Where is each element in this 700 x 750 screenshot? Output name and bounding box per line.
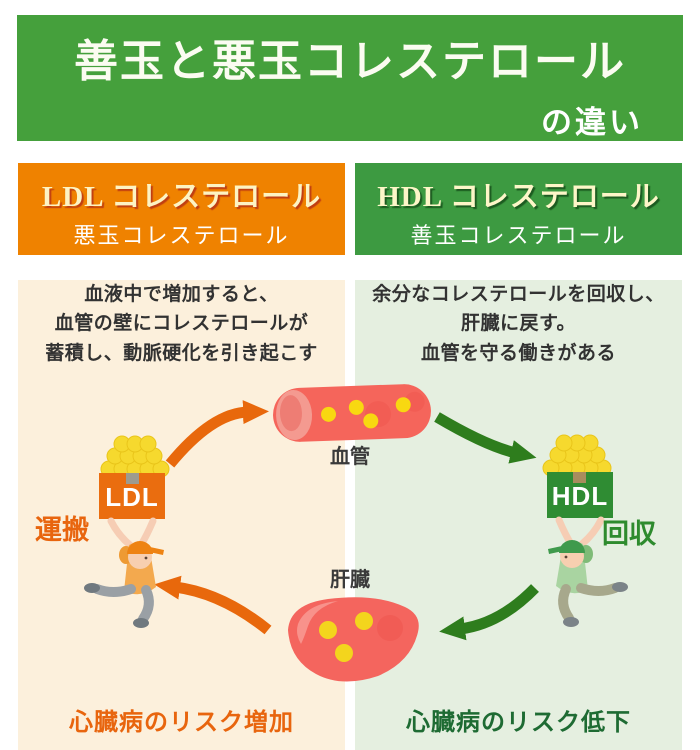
ldl-description: 血液中で増加すると、 血管の壁にコレステロールが 蓄積し、動脈硬化を引き起こす bbox=[45, 284, 318, 364]
liver-shape bbox=[288, 597, 419, 682]
hdl-box-label: HDL bbox=[552, 481, 608, 511]
ldl-risk-label: 心臓病のリスク増加 bbox=[69, 710, 294, 736]
shoe bbox=[84, 583, 100, 593]
hdl-description: 余分なコレステロールを回収し、 肝臓に戻す。 血管を守る働きがある bbox=[372, 284, 665, 364]
cholesterol-dot bbox=[355, 612, 373, 630]
liver-highlight bbox=[297, 601, 338, 644]
page-subtitle: の違い bbox=[541, 105, 643, 140]
cholesterol-dot bbox=[348, 399, 365, 416]
liver-blush bbox=[377, 615, 403, 641]
hdl-column: HDL コレステロール 善玉コレステロール 余分なコレステロールを回収し、 肝臓… bbox=[355, 163, 682, 750]
cholesterol-dot bbox=[335, 644, 353, 662]
liver-illustration bbox=[288, 597, 419, 682]
hdl-box-tab bbox=[573, 472, 586, 483]
cholesterol-pile bbox=[542, 434, 612, 477]
vessel-label: 血管 bbox=[330, 446, 370, 468]
eye bbox=[564, 555, 568, 559]
hdl-panel: 余分なコレステロールを回収し、 肝臓に戻す。 血管を守る働きがある 心臓病のリス… bbox=[355, 280, 682, 750]
leg bbox=[92, 584, 136, 597]
hdl-carrier-illustration: HDL bbox=[542, 434, 628, 627]
shoe bbox=[612, 582, 628, 592]
ldl-box-label: LDL bbox=[105, 482, 159, 512]
hdl-title: HDL コレステロール bbox=[377, 181, 660, 213]
collect-label: 回収 bbox=[602, 519, 656, 549]
arm bbox=[578, 516, 605, 548]
ldl-subtitle: 悪玉コレステロール bbox=[73, 223, 290, 248]
hdl-risk-label: 心臓病のリスク低下 bbox=[406, 710, 631, 736]
ldl-panel: 血液中で増加すると、 血管の壁にコレステロールが 蓄積し、動脈硬化を引き起こす … bbox=[18, 280, 345, 750]
leg bbox=[138, 585, 154, 624]
hdl-column-header: HDL コレステロール 善玉コレステロール bbox=[355, 163, 682, 255]
liver-label: 肝臓 bbox=[330, 569, 370, 591]
ldl-carrier-illustration: LDL bbox=[84, 435, 170, 628]
carry-label: 運搬 bbox=[35, 515, 89, 545]
cap bbox=[559, 540, 585, 553]
cholesterol-dot bbox=[319, 621, 337, 639]
ldl-column-header: LDL コレステロール 悪玉コレステロール bbox=[18, 163, 345, 255]
main-header: 善玉と悪玉コレステロール の違い bbox=[17, 15, 683, 141]
arm bbox=[107, 517, 134, 549]
ldl-column: LDL コレステロール 悪玉コレステロール 血液中で増加すると、 血管の壁にコレ… bbox=[18, 163, 345, 750]
leg bbox=[576, 583, 620, 596]
eye bbox=[144, 556, 148, 560]
hdl-subtitle: 善玉コレステロール bbox=[410, 223, 627, 248]
blood-vessel-illustration bbox=[272, 383, 432, 443]
leg bbox=[558, 584, 574, 623]
cholesterol-dot bbox=[320, 406, 337, 423]
page-title: 善玉と悪玉コレステロール bbox=[74, 37, 626, 86]
shoe bbox=[133, 618, 149, 628]
cap-brim bbox=[149, 547, 164, 555]
cap bbox=[127, 541, 153, 554]
ldl-box-tab bbox=[126, 473, 139, 484]
shoe bbox=[563, 617, 579, 627]
cap-brim bbox=[548, 546, 563, 554]
cholesterol-pile bbox=[100, 435, 170, 478]
ldl-title: LDL コレステロール bbox=[41, 181, 322, 213]
